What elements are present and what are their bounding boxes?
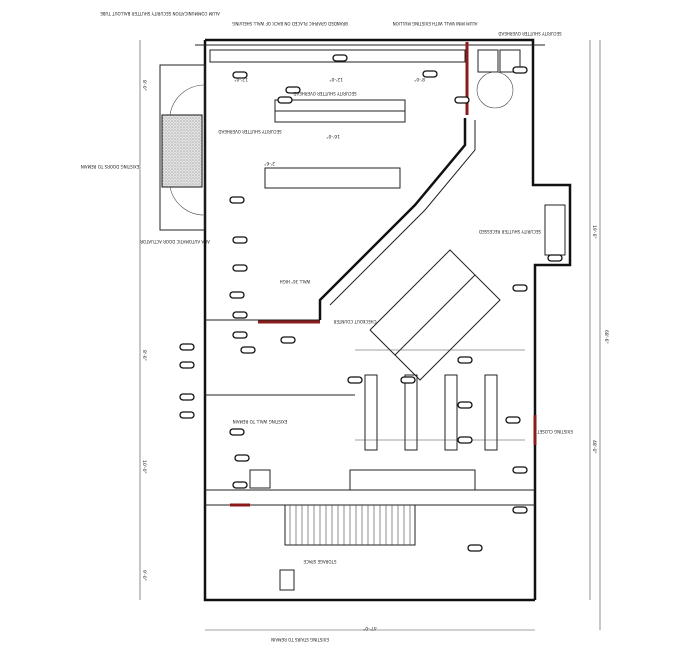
keynote-tag — [422, 70, 438, 78]
note-wall-36: WALL 36" HIGH — [280, 279, 311, 284]
keynote-tag — [512, 284, 528, 292]
dim-bottom-width: 47'-0" — [363, 625, 377, 631]
keynote-tag — [234, 454, 250, 462]
keynote-tag — [280, 336, 296, 344]
dim-left-lower: 10'-0" — [141, 460, 147, 474]
keynote-tag — [232, 331, 248, 339]
dim-left-bottom: 9'-0" — [141, 570, 147, 581]
keynote-tag — [179, 393, 195, 401]
keynote-tag — [232, 264, 248, 272]
dim-right-lower: 48'-0" — [591, 440, 597, 454]
note-checkout: CHECKOUT COUNTER — [333, 319, 376, 324]
keynote-tag — [512, 66, 528, 74]
note-shutter-top-right: SECURITY SHUTTER OVERHEAD — [498, 31, 561, 36]
note-existing-stairs: EXISTING STAIRS TO REMAIN — [271, 637, 329, 642]
fixtures — [249, 49, 566, 591]
keynote-tag — [505, 416, 521, 424]
keynote-tag — [229, 196, 245, 204]
exterior-walls — [195, 38, 572, 602]
note-top-wall: BRANDED GRAPHIC PLACED ON BACK OF WALL S… — [232, 21, 348, 26]
checkout-counter — [369, 249, 501, 381]
keynote-tag — [454, 96, 470, 104]
keynote-tag — [232, 236, 248, 244]
keynote-tag — [457, 436, 473, 444]
note-entry-doors: EXISTING DOORS TO REMAIN — [81, 164, 139, 169]
dim-small: 2'-6" — [264, 160, 275, 166]
dim-right-upper: 19'-6" — [591, 225, 597, 239]
keynote-tag — [285, 86, 301, 94]
keynote-tag — [232, 311, 248, 319]
keynote-tag — [229, 428, 245, 436]
dimension-lines — [139, 40, 601, 631]
keynote-tag — [277, 96, 293, 104]
note-shutter-left: SECURITY SHUTTER OVERHEAD — [218, 129, 281, 134]
note-existing-closet: EXISTING CLOSET — [537, 429, 573, 434]
existing-stairs — [284, 504, 416, 546]
keynote-tag — [347, 376, 363, 384]
dim-center: 16'-0" — [326, 133, 340, 139]
dim-left-mid: 8'-6" — [141, 350, 147, 361]
keynote-tag — [400, 376, 416, 384]
note-left-top: ALUM COMMUNICATION SECURITY SHUTTER BALL… — [100, 11, 220, 16]
note-existing-wall: EXISTING WALL TO REMAIN — [233, 419, 288, 424]
keynote-tag — [457, 401, 473, 409]
keynote-tag — [457, 356, 473, 364]
annotations: EXISTING DOORS TO REMAIN ADA AUTOMATIC D… — [81, 11, 609, 642]
keynote-tag — [467, 544, 483, 552]
note-storage: STORAGE SPACE — [303, 559, 336, 564]
keynote-tag — [232, 71, 248, 79]
keynote-tag — [232, 481, 248, 489]
keynote-tag — [179, 361, 195, 369]
dim-shelf-b: 12'-0" — [329, 76, 343, 82]
keynote-tag — [179, 411, 195, 419]
dim-shelf-a: 12'-0" — [234, 76, 248, 82]
keynote-tag — [547, 254, 563, 262]
dim-shelf-c: 8'-0" — [414, 76, 425, 82]
note-alum-wall: ALUM MINI WALL WITH EXISTING MULLION — [393, 21, 478, 26]
keynote-tag — [332, 54, 348, 62]
keynote-tag — [512, 506, 528, 514]
dim-overall-height: 68'-6" — [603, 330, 609, 344]
note-shutter-top: SECURITY SHUTTER OVERHEAD — [293, 91, 356, 96]
note-right-shutter: SECURITY SHUTTER RECESSED — [479, 229, 541, 234]
entry-vestibule — [159, 64, 206, 231]
keynote-tag — [512, 466, 528, 474]
note-ada-actuator: ADA AUTOMATIC DOOR ACTUATOR — [140, 239, 210, 244]
keynote-tag — [229, 291, 245, 299]
shelving — [209, 49, 525, 491]
diagonal-wall — [318, 118, 501, 381]
dim-left-upper: 8'-0" — [141, 80, 147, 91]
keynote-tags — [179, 54, 563, 552]
keynote-tag — [240, 346, 256, 354]
keynote-tag — [179, 343, 195, 351]
